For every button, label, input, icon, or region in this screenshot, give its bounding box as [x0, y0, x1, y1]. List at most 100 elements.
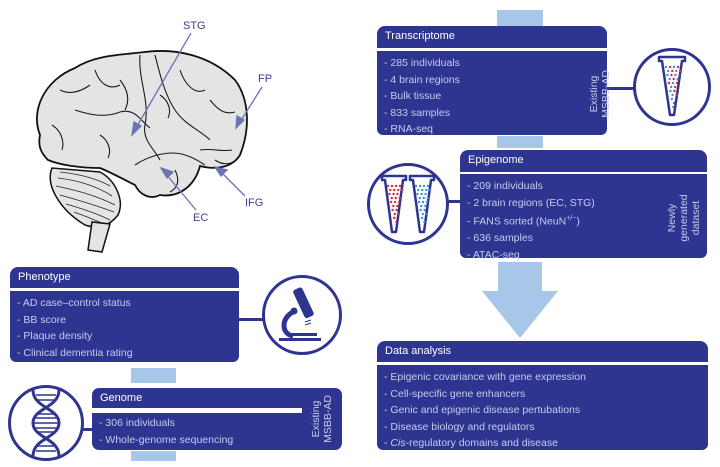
tube-dot: [671, 69, 674, 73]
tube-dot: [676, 65, 680, 69]
genome-connector-line: [82, 428, 93, 431]
epigenome-body: - 209 individuals - 2 brain regions (EC,…: [460, 174, 707, 261]
down-arrow-icon: [482, 262, 558, 338]
tube-dot: [417, 188, 420, 192]
label-fp: FP: [258, 73, 273, 85]
tube-dot: [425, 188, 428, 192]
tube-dot: [672, 105, 675, 109]
analysis-item: - Disease biology and regulators: [384, 420, 535, 433]
tube-dot: [667, 81, 671, 85]
tube-dot: [388, 192, 391, 196]
tube-dot: [398, 184, 402, 188]
tube-dot: [671, 81, 675, 85]
phenotype-item: - AD case–control status: [17, 297, 131, 309]
tube-dot: [418, 184, 422, 188]
transcriptome-item: - 4 brain regions: [384, 73, 460, 86]
tube-dot: [664, 65, 668, 69]
transcriptome-header: Transcriptome: [377, 26, 607, 48]
brain-icon: [36, 50, 248, 253]
epigenome-source-label: Newly generated dataset: [666, 194, 702, 242]
tube-dot: [392, 204, 395, 208]
epigenome-item: - 2 brain regions (EC, STG): [467, 196, 595, 209]
tube-dot: [389, 188, 392, 192]
transcriptome-item: - 285 individuals: [384, 57, 460, 69]
tube-dot: [675, 93, 678, 97]
epigenome-header: Epigenome: [460, 150, 707, 172]
analysis-item: - Cis-regulatory domains and disease: [384, 437, 558, 449]
tube-dot: [678, 73, 681, 77]
label-ifg: IFG: [245, 197, 264, 209]
tube-dot: [670, 97, 674, 101]
tube-dot: [397, 212, 401, 216]
two-tubes-icon: [380, 174, 436, 234]
label-ec: EC: [193, 212, 209, 224]
genome-icon-circle: [8, 385, 84, 461]
tube-dot: [395, 220, 398, 224]
tube-dot: [386, 184, 390, 188]
tube-dot: [675, 69, 678, 73]
transcriptome-source-label: Existing MSBB-AD: [588, 70, 612, 118]
tube-dot: [416, 192, 419, 196]
transcriptome-body: - 285 individuals - 4 brain regions - Bu…: [377, 51, 607, 135]
tube-dot: [668, 65, 672, 69]
tube-dot: [672, 65, 676, 69]
transcriptome-item: - Bulk tissue: [384, 90, 442, 102]
tube-dot: [420, 216, 424, 220]
tube-dot: [423, 208, 426, 212]
phenotype-item: - BB score: [17, 313, 67, 326]
tube-dot: [674, 73, 677, 77]
transcriptome-item: - 833 samples: [384, 106, 450, 119]
tube-dot: [394, 184, 398, 188]
tube-dot: [420, 204, 423, 208]
tube-dot: [426, 184, 430, 188]
tube-dot: [396, 192, 399, 196]
tube-dot: [393, 200, 397, 204]
analysis-item: - Cell-specific gene enhancers: [384, 387, 526, 400]
analysis-body: - Epigenic covariance with gene expressi…: [377, 365, 708, 450]
tube-dot: [426, 196, 429, 200]
tube-dot: [417, 200, 421, 204]
tube-dot: [669, 85, 673, 89]
analysis-item: - Genic and epigenic disease pertubation…: [384, 404, 581, 416]
phenotype-body: - AD case–control status - BB score - Pl…: [10, 291, 239, 362]
tube-dot: [672, 101, 676, 105]
brain-illustration: [36, 32, 263, 253]
genome-body: - 306 individuals - Whole-genome sequenc…: [92, 414, 302, 450]
tube-dot: [673, 89, 676, 93]
tube-dot: [393, 188, 396, 192]
phenotype-connector-line: [239, 318, 264, 321]
phenotype-item: - Plaque density: [17, 330, 93, 342]
dna-icon: [31, 389, 61, 457]
epigenome-connector-line: [447, 200, 461, 203]
connector-transcriptome-epigenome: [497, 136, 543, 148]
tube-dot: [419, 208, 422, 212]
tube-dot: [676, 77, 679, 81]
genome-item: - Whole-genome sequencing: [99, 433, 234, 446]
analysis-header: Data analysis: [377, 341, 708, 362]
connector-phenotype-genome: [131, 368, 176, 383]
tube-dot: [669, 89, 672, 93]
tube-dot: [424, 192, 427, 196]
epigenome-item: - 636 samples: [467, 232, 533, 244]
tube-dot: [393, 212, 397, 216]
tube-dot: [425, 200, 429, 204]
tube-dot: [401, 188, 404, 192]
genome-divider: [92, 408, 302, 413]
tube-dot: [397, 200, 401, 204]
transcriptome-connector-line: [607, 87, 639, 90]
tube-dot: [414, 184, 418, 188]
single-tube-icon: [657, 55, 687, 117]
tube-dot: [679, 69, 682, 73]
tube-dot: [421, 212, 425, 216]
tube-dot: [397, 188, 400, 192]
tube-dot: [668, 77, 671, 81]
genome-source-label: Existing MSBB-AD: [310, 395, 334, 443]
label-stg: STG: [183, 20, 206, 32]
tube-dot: [395, 208, 398, 212]
tube-dot: [670, 73, 673, 77]
tube-dot: [671, 93, 674, 97]
tube-dot: [391, 208, 394, 212]
genome-item: - 306 individuals: [99, 417, 175, 429]
tube-dot: [420, 192, 423, 196]
epigenome-icon-circle: [367, 163, 449, 245]
